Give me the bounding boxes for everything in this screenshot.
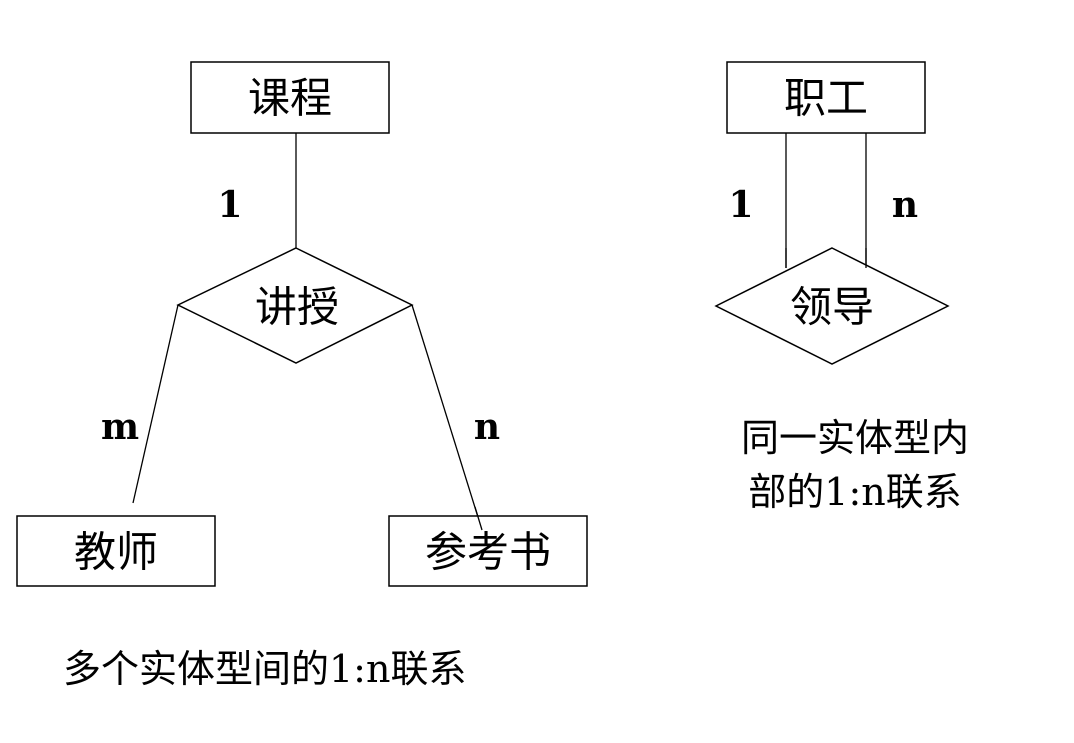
caption-right-line2: 部的1:n联系 xyxy=(748,470,961,514)
entity-teacher-label: 教师 xyxy=(74,528,158,577)
entity-course-box xyxy=(190,61,390,134)
left-diagram: 课程 讲授 教师 参考书 1 m n 多个实体型间的1:n联系 xyxy=(16,61,588,691)
relationship-teach-diamond xyxy=(176,247,414,364)
caption-left: 多个实体型间的1:n联系 xyxy=(63,647,466,691)
relationship-lead-diamond xyxy=(714,247,950,365)
entity-employee-box xyxy=(726,61,926,134)
edge-teach-reference xyxy=(411,304,483,531)
entity-reference-book-box xyxy=(388,515,588,587)
edge-teach-reference-tip xyxy=(474,506,483,531)
entity-course-label: 课程 xyxy=(248,74,332,123)
entity-reference-book-label: 参考书 xyxy=(425,528,551,577)
cardinality-lead-1: 1 xyxy=(728,184,753,226)
cardinality-lead-n: n xyxy=(892,184,918,226)
relationship-lead-label: 领导 xyxy=(790,283,874,332)
cardinality-course: 1 xyxy=(217,184,242,226)
entity-teacher-box xyxy=(16,515,216,587)
cardinality-reference-book: n xyxy=(474,406,500,448)
edge-teach-teacher xyxy=(132,304,179,504)
relationship-teach-label: 讲授 xyxy=(255,283,339,332)
entity-employee-label: 职工 xyxy=(784,74,868,123)
caption-right-line1: 同一实体型内 xyxy=(741,416,969,460)
cardinality-teacher: m xyxy=(101,406,139,448)
right-diagram: 职工 领导 1 n 同一实体型内 部的1:n联系 xyxy=(714,61,969,514)
